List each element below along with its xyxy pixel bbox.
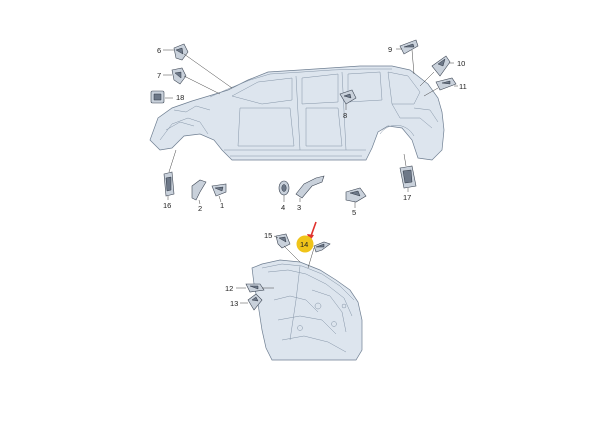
part-8-bracket bbox=[339, 89, 357, 105]
callout-17: 17 bbox=[403, 193, 411, 202]
callout-1: 1 bbox=[220, 201, 224, 210]
callout-3: 3 bbox=[297, 203, 301, 212]
car-body-shell bbox=[149, 65, 445, 161]
callout-2: 2 bbox=[198, 204, 202, 213]
part-6-bracket bbox=[173, 43, 189, 61]
part-10-bracket bbox=[431, 55, 451, 77]
part-17-bracket bbox=[399, 165, 417, 189]
detail-body-section bbox=[251, 259, 363, 361]
part-18-plate bbox=[150, 90, 165, 104]
callout-labels: 6 7 18 9 10 11 8 16 2 1 4 3 5 17 15 14 1… bbox=[157, 45, 467, 308]
callout-7: 7 bbox=[157, 71, 161, 80]
part-9-bracket bbox=[399, 39, 419, 55]
part-3-bracket bbox=[295, 175, 325, 199]
callout-8: 8 bbox=[343, 111, 347, 120]
part-7-bracket bbox=[171, 67, 187, 85]
callout-11: 11 bbox=[459, 82, 467, 91]
callout-15: 15 bbox=[264, 231, 272, 240]
highlight-arrow-icon bbox=[307, 221, 317, 241]
callout-5: 5 bbox=[352, 208, 356, 217]
callout-16: 16 bbox=[163, 201, 171, 210]
part-5-bracket bbox=[345, 187, 367, 203]
callout-6: 6 bbox=[157, 46, 161, 55]
part-2-bracket bbox=[191, 179, 207, 201]
part-16-bracket bbox=[163, 171, 175, 197]
callout-9: 9 bbox=[388, 45, 392, 54]
callout-13: 13 bbox=[230, 299, 238, 308]
callout-18: 18 bbox=[176, 93, 184, 102]
part-4-bracket bbox=[278, 180, 290, 196]
callout-14: 14 bbox=[300, 240, 308, 249]
callout-4: 4 bbox=[281, 203, 285, 212]
part-15-bracket bbox=[275, 233, 291, 249]
callout-10: 10 bbox=[457, 59, 465, 68]
callout-12: 12 bbox=[225, 284, 233, 293]
part-13-bracket bbox=[247, 293, 263, 311]
part-1-bracket bbox=[211, 183, 227, 197]
leader-lines-main bbox=[163, 48, 458, 208]
part-14-bracket bbox=[313, 241, 331, 253]
leader-lines-detail bbox=[236, 235, 315, 304]
part-12-bracket bbox=[245, 283, 265, 293]
highlight-badge bbox=[296, 235, 314, 253]
part-11-bracket bbox=[435, 77, 457, 91]
